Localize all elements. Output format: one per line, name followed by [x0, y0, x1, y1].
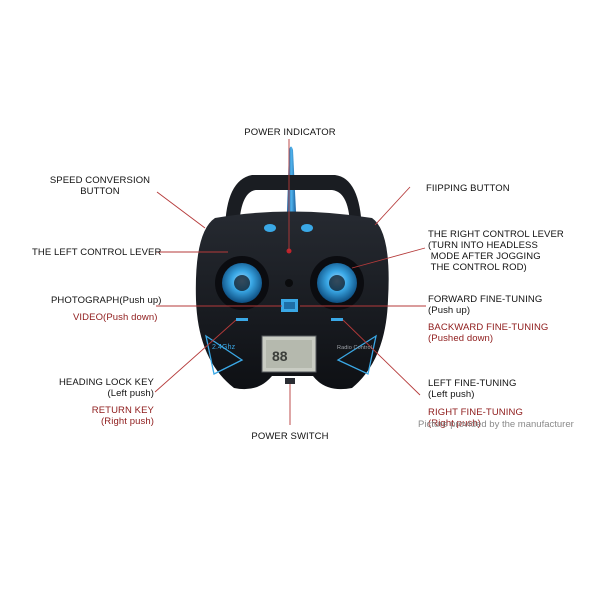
leader-lines	[154, 139, 426, 425]
flipping-button-label: FIIPPING BUTTON	[426, 183, 510, 194]
svg-text:88: 88	[272, 348, 288, 364]
right-control-lever-label: THE RIGHT CONTROL LEVER (TURN INTO HEADL…	[428, 229, 564, 273]
backward-fine-tuning-label: BACKWARD FINE-TUNING (Pushed down)	[428, 322, 549, 344]
fine-tuning-tab	[331, 318, 343, 321]
heading-lock-key	[236, 318, 248, 321]
frequency-marking: 2.4Ghz	[212, 344, 236, 351]
power-indicator-label: POWER INDICATOR	[244, 127, 336, 138]
return-key-label: RETURN KEY (Right push)	[91, 405, 154, 427]
carry-handle	[225, 175, 362, 230]
forward-fine-tuning-label: FORWARD FINE-TUNING (Push up)	[428, 294, 543, 316]
video-label: VIDEO(Push down)	[73, 312, 158, 323]
right-fine-tuning-label: RIGHT FINE-TUNING (Right push)	[428, 407, 523, 429]
speed-conversion-label: SPEED CONVERSION BUTTON	[49, 175, 151, 197]
speed-conversion-button	[264, 224, 276, 232]
power-switch-body	[285, 378, 295, 384]
photograph-label: PHOTOGRAPH(Push up)	[51, 295, 162, 306]
left-fine-tuning-label: LEFT FINE-TUNING (Left push)	[428, 378, 517, 400]
radio-control-marking: Radio Control	[337, 345, 372, 351]
flipping-button	[301, 224, 313, 232]
manufacturer-watermark: Picture provided by the manufacturer	[418, 419, 574, 430]
left-control-lever-label: THE LEFT CONTROL LEVER	[32, 247, 162, 258]
power-switch-label: POWER SWITCH	[251, 431, 329, 442]
heading-lock-key-label: HEADING LOCK KEY (Left push)	[58, 377, 154, 399]
